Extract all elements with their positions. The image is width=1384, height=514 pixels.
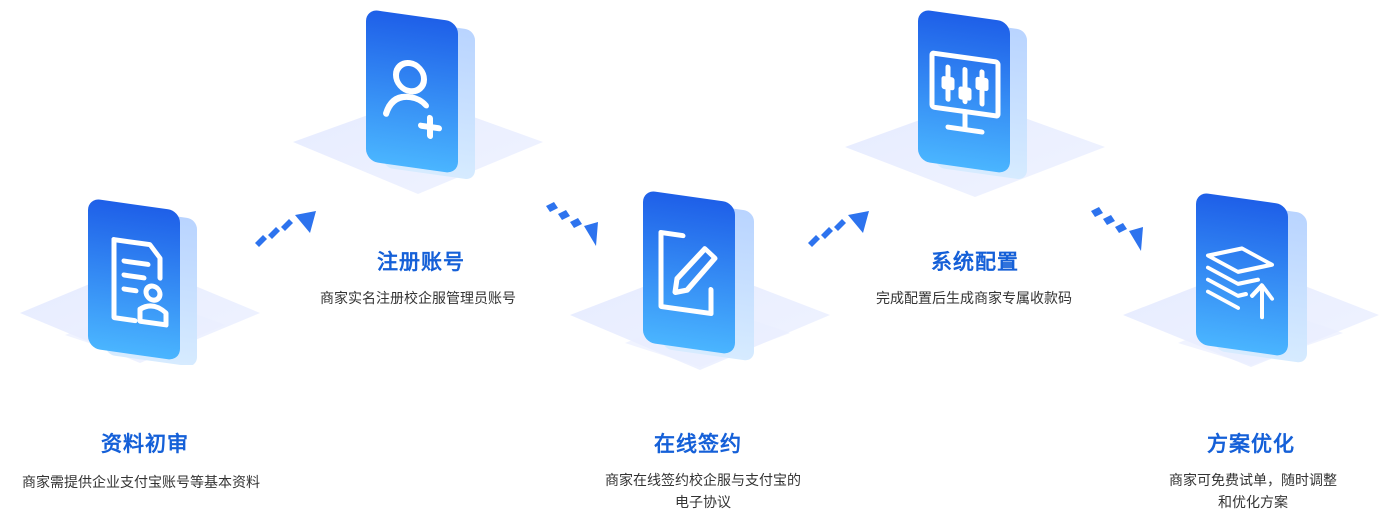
step4-tile [840, 2, 1105, 197]
step-title: 注册账号 [377, 250, 465, 274]
edit-sign-icon [658, 229, 718, 317]
step2-tile [288, 2, 548, 194]
step-title: 方案优化 [1207, 432, 1295, 456]
description-line-2: 和优化方案 [1218, 495, 1288, 511]
step-description: 商家在线签约校企服与支付宝的 电子协议 [553, 470, 853, 514]
user-add-icon [383, 59, 442, 139]
flow-arrow-3 [805, 205, 875, 255]
step3-tile [565, 185, 830, 370]
flow-arrow-4 [1085, 205, 1155, 255]
description-line-2: 电子协议 [675, 495, 731, 511]
description-line-1: 商家在线签约校企服与支付宝的 [605, 473, 801, 489]
flow-arrow-2 [540, 200, 610, 250]
step-description: 商家实名注册校企服管理员账号 [320, 291, 516, 307]
step1-tile [10, 185, 270, 365]
step5-tile [1118, 185, 1379, 367]
description-line-1: 商家可免费试单，随时调整 [1169, 473, 1337, 489]
monitor-settings-icon [929, 50, 1001, 135]
document-user-icon [111, 237, 169, 328]
step-description: 商家可免费试单，随时调整 和优化方案 [1103, 470, 1384, 514]
step-description: 商家需提供企业支付宝账号等基本资料 [22, 475, 260, 491]
step-title: 系统配置 [931, 250, 1019, 274]
step-title: 在线签约 [654, 432, 742, 456]
flow-arrow-1 [252, 205, 322, 255]
layers-upgrade-icon [1206, 246, 1274, 320]
step-title: 资料初审 [101, 432, 189, 456]
step-description: 完成配置后生成商家专属收款码 [876, 291, 1072, 307]
